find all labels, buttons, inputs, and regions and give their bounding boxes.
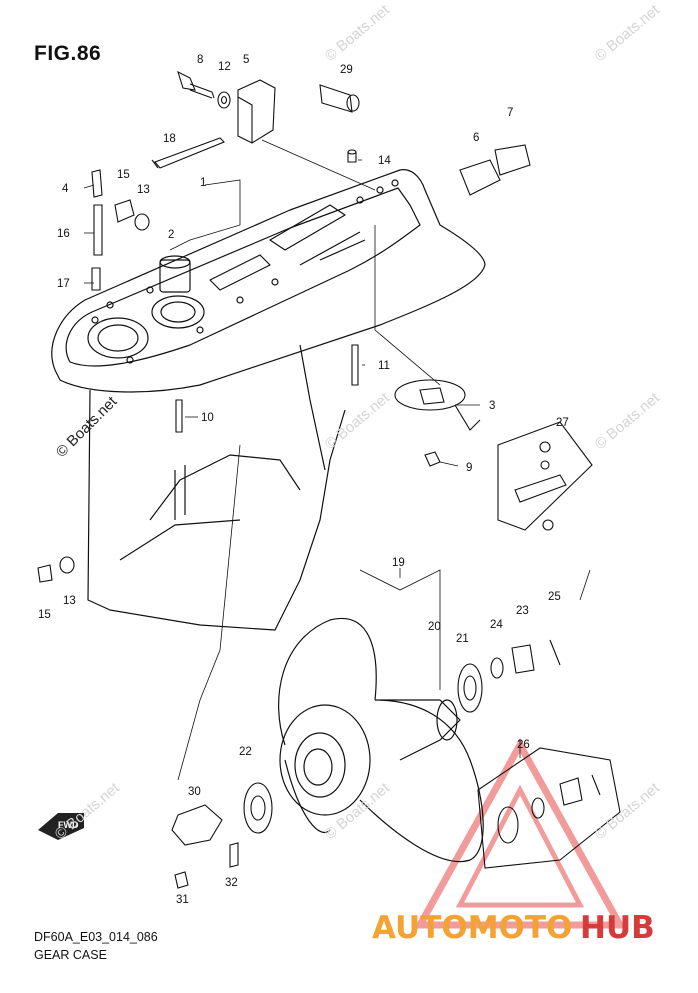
callout-13-top: 13: [137, 184, 150, 196]
callout-32: 32: [225, 877, 238, 889]
callout-27: 27: [556, 417, 569, 429]
fwd-arrow: FWD: [38, 813, 84, 840]
callout-25: 25: [548, 591, 561, 603]
watermark-4: © Boats.net: [592, 389, 664, 453]
callout-13-bottom: 13: [63, 595, 76, 607]
callout-29: 29: [340, 64, 353, 76]
callout-5: 5: [243, 54, 249, 66]
callout-26: 26: [517, 739, 530, 751]
callout-22: 22: [239, 746, 252, 758]
fwd-label: FWD: [58, 820, 79, 830]
brand-wordmark: AUTOMOTO HUB: [372, 910, 655, 946]
watermark-2: © Boats.net: [592, 1, 664, 65]
watermark-overlay: © Boats.net: [53, 393, 121, 461]
callout-30: 30: [188, 786, 201, 798]
figure-title: FIG.86: [34, 42, 102, 65]
section-name: GEAR CASE: [34, 948, 107, 962]
callout-2: 2: [168, 229, 174, 241]
brand-logo-triangle: [414, 737, 626, 929]
callout-11: 11: [378, 360, 390, 372]
callout-17: 17: [57, 278, 70, 290]
small-parts: [37, 70, 621, 889]
callout-19: 19: [392, 557, 405, 569]
callout-20: 20: [428, 621, 441, 633]
callout-21: 21: [456, 633, 469, 645]
callout-18: 18: [163, 133, 176, 145]
figure-code: DF60A_E03_014_086: [34, 930, 158, 944]
callout-10: 10: [201, 412, 214, 424]
watermark-3: © Boats.net: [322, 389, 394, 453]
watermark-6: © Boats.net: [322, 779, 394, 843]
callout-leaders: [83, 139, 591, 781]
callout-3: 3: [489, 400, 495, 412]
callout-numbers: 1 2 3 4 5 6 7 8 9 10 11 12 13 13 14 15 1…: [38, 54, 569, 906]
callout-31: 31: [176, 894, 189, 906]
brand-part-hub: HUB: [580, 910, 655, 946]
callout-7: 7: [507, 107, 513, 119]
callout-8: 8: [197, 54, 203, 66]
callout-23: 23: [516, 605, 529, 617]
gear-case-housing: [51, 169, 486, 816]
callout-4: 4: [62, 183, 69, 195]
callout-15-top: 15: [117, 169, 130, 181]
callout-12: 12: [218, 61, 231, 73]
callout-14: 14: [378, 155, 391, 167]
watermark-5: © Boats.net: [52, 779, 124, 843]
brand-part-automoto: AUTOMOTO: [372, 910, 572, 946]
callout-9: 9: [466, 462, 472, 474]
callout-16: 16: [57, 228, 70, 240]
watermark-1: © Boats.net: [322, 1, 394, 65]
callout-1: 1: [200, 177, 206, 189]
watermarks: © Boats.net © Boats.net © Boats.net © Bo…: [52, 1, 664, 843]
callout-15-bottom: 15: [38, 609, 51, 621]
propeller: [278, 617, 484, 863]
callout-24: 24: [490, 619, 503, 631]
watermark-7: © Boats.net: [592, 779, 664, 843]
callout-6: 6: [473, 132, 479, 144]
